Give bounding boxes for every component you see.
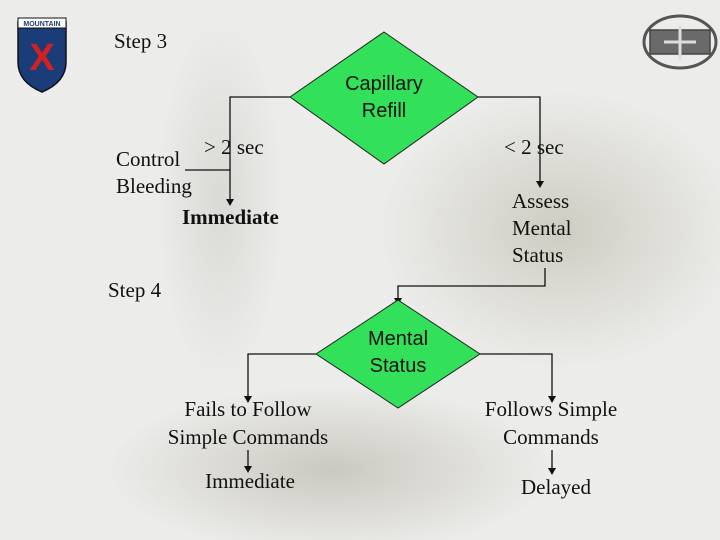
fails-follow-line2: Simple Commands bbox=[167, 425, 329, 449]
control-bleeding-line2: Bleeding bbox=[116, 174, 192, 198]
decision-diamond-capillary-refill bbox=[289, 31, 479, 165]
unit-patch-logo: MOUNTAIN X bbox=[17, 17, 67, 93]
diamond2-line2: Status bbox=[370, 355, 427, 377]
diamond2-line1: Mental bbox=[368, 328, 428, 350]
arrowhead bbox=[244, 466, 252, 473]
diamond1-line1: Capillary bbox=[345, 73, 423, 95]
arrowhead bbox=[536, 181, 544, 188]
arrowhead bbox=[226, 199, 234, 206]
arrowhead bbox=[548, 468, 556, 475]
diamond1-line2: Refill bbox=[362, 100, 406, 122]
follows-simple-line1: Follows Simple bbox=[484, 397, 618, 421]
connector-follows bbox=[480, 353, 553, 398]
branch-gt-2sec-label: > 2 sec bbox=[204, 135, 264, 159]
svg-text:MOUNTAIN: MOUNTAIN bbox=[23, 21, 60, 28]
fails-follow-line1: Fails to Follow bbox=[184, 397, 312, 421]
svg-text:X: X bbox=[29, 37, 55, 79]
arrowhead bbox=[244, 396, 252, 403]
connector-fails bbox=[247, 353, 316, 398]
arrowhead bbox=[548, 396, 556, 403]
step3-label: Step 3 bbox=[114, 29, 168, 53]
assess-mental-line2: Mental bbox=[512, 216, 572, 240]
assess-mental-line3: Status bbox=[512, 243, 564, 267]
connector-lt-2sec bbox=[478, 96, 541, 182]
immediate-bold-label: Immediate bbox=[182, 205, 279, 229]
connector-assess-to-mental bbox=[397, 268, 546, 300]
follows-simple-line2: Commands bbox=[503, 425, 599, 449]
combat-medical-badge bbox=[642, 14, 718, 70]
delayed-label: Delayed bbox=[521, 475, 591, 499]
branch-lt-2sec-label: < 2 sec bbox=[504, 135, 564, 159]
connector-to-control bbox=[185, 169, 231, 200]
control-bleeding-line1: Control bbox=[116, 147, 181, 171]
immediate-plain-label: Immediate bbox=[205, 469, 295, 493]
step4-label: Step 4 bbox=[108, 278, 162, 302]
assess-mental-line1: Assess bbox=[512, 189, 570, 213]
connector-gt-2sec bbox=[229, 96, 290, 170]
decision-diamond-mental-status bbox=[315, 299, 481, 409]
